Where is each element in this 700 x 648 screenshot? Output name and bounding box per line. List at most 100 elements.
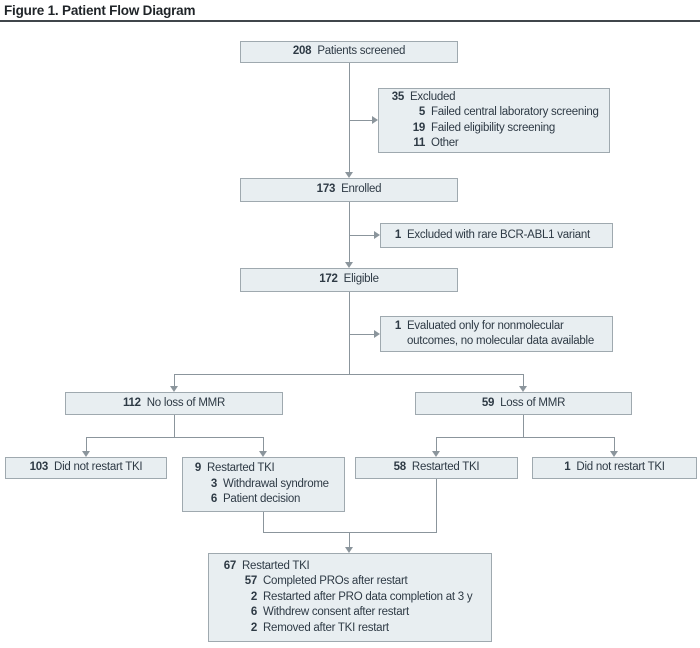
connector-to-103 xyxy=(86,437,87,451)
count-value: 5 xyxy=(418,106,425,118)
arrowhead-down-icon xyxy=(610,451,618,457)
arrowhead-right-icon xyxy=(374,231,380,239)
count-value: 2 xyxy=(250,590,257,603)
arrowhead-down-icon xyxy=(345,172,353,178)
connector-loss-split xyxy=(436,437,615,438)
arrowhead-right-icon xyxy=(374,330,380,338)
arrowhead-down-icon xyxy=(259,451,267,457)
connector-screened-enrolled xyxy=(349,63,350,172)
box-line: 1 Evaluated only for nonmolecular outcom… xyxy=(389,319,607,350)
box-line: 9 Restarted TKI xyxy=(191,461,339,477)
box-restarted-58: 58 Restarted TKI xyxy=(355,457,518,479)
box-excluded-screening: 35 Excluded 5 Failed central laboratory … xyxy=(378,88,610,153)
arrowhead-down-icon xyxy=(519,386,527,392)
count-value: 6 xyxy=(210,493,217,506)
box-restarted-67: 67 Restarted TKI 57 Completed PROs after… xyxy=(208,553,492,642)
count-label: Restarted TKI xyxy=(207,462,275,475)
connector-to-no-loss xyxy=(174,374,175,386)
count-label: Did not restart TKI xyxy=(54,461,143,474)
count-label: Patient decision xyxy=(223,493,301,506)
arrowhead-down-icon xyxy=(345,547,353,553)
box-enrolled: 173 Enrolled xyxy=(240,178,458,202)
box-line: 6 Patient decision xyxy=(191,492,339,508)
count-label: Restarted after PRO data completion at 3… xyxy=(263,590,473,603)
count-label: Enrolled xyxy=(341,183,382,196)
connector-no-loss-split xyxy=(86,437,264,438)
count-label: Excluded xyxy=(410,90,456,103)
figure-title: Figure 1. Patient Flow Diagram xyxy=(4,3,196,18)
count-value: 208 xyxy=(292,45,312,58)
connector-to-9 xyxy=(263,437,264,451)
connector-to-1 xyxy=(614,437,615,451)
connector-branch-variant xyxy=(349,235,374,236)
connector-mmr-split xyxy=(174,374,524,375)
box-did-not-restart-1: 1 Did not restart TKI xyxy=(532,457,697,479)
box-line: 2 Removed after TKI restart xyxy=(219,621,486,637)
count-value: 35 xyxy=(391,90,405,103)
count-label: Did not restart TKI xyxy=(576,461,665,474)
box-line: 2 Restarted after PRO data completion at… xyxy=(219,590,486,606)
connector-loss-down xyxy=(523,415,524,437)
count-label: Withdrawal syndrome xyxy=(223,477,329,490)
box-line: 11 Other xyxy=(387,136,604,152)
box-line: 67 Restarted TKI xyxy=(219,559,486,575)
count-value: 103 xyxy=(29,461,49,474)
connector-eligible-split xyxy=(349,292,350,374)
count-label: Eligible xyxy=(343,273,379,286)
count-value: 57 xyxy=(244,575,258,588)
box-line: 6 Withdrew consent after restart xyxy=(219,605,486,621)
count-label: Withdrew consent after restart xyxy=(263,606,409,619)
count-label: Patients screened xyxy=(317,45,406,58)
connector-9-join xyxy=(263,512,264,532)
arrowhead-right-icon xyxy=(372,116,378,124)
box-line: 57 Completed PROs after restart xyxy=(219,574,486,590)
arrowhead-down-icon xyxy=(432,451,440,457)
count-value: 1 xyxy=(394,319,401,332)
count-label: Failed central laboratory screening xyxy=(431,106,599,118)
count-value: 58 xyxy=(393,461,407,474)
count-label: Loss of MMR xyxy=(500,396,566,409)
box-no-loss-mmr: 112 No loss of MMR xyxy=(65,392,283,415)
count-value: 112 xyxy=(122,396,141,409)
connector-to-58 xyxy=(436,437,437,451)
box-restarted-9: 9 Restarted TKI 3 Withdrawal syndrome 6 … xyxy=(182,457,345,512)
count-label: Excluded with rare BCR-ABL1 variant xyxy=(407,228,590,241)
count-value: 172 xyxy=(319,273,338,286)
count-label: Evaluated only for nonmolecular outcomes… xyxy=(407,319,595,348)
count-value: 19 xyxy=(412,121,426,134)
box-loss-mmr: 59 Loss of MMR xyxy=(415,392,632,415)
count-value: 59 xyxy=(481,396,495,409)
count-value: 1 xyxy=(394,228,401,241)
connector-branch-excluded xyxy=(349,120,372,121)
box-line: 5 Failed central laboratory screening xyxy=(387,105,604,121)
count-value: 1 xyxy=(564,461,571,474)
count-label: Removed after TKI restart xyxy=(263,621,389,634)
box-line: 19 Failed eligibility screening xyxy=(387,121,604,137)
connector-to-loss xyxy=(523,374,524,386)
count-label: Other xyxy=(431,137,459,149)
count-label: Completed PROs after restart xyxy=(263,575,408,588)
count-value: 6 xyxy=(250,606,257,619)
connector-join-down xyxy=(349,532,350,547)
connector-enrolled-eligible xyxy=(349,202,350,262)
count-label: Restarted TKI xyxy=(411,461,480,474)
box-did-not-restart-103: 103 Did not restart TKI xyxy=(5,457,167,479)
count-value: 2 xyxy=(250,621,257,634)
connector-join xyxy=(263,532,437,533)
count-label: Restarted TKI xyxy=(242,559,310,572)
arrowhead-down-icon xyxy=(170,386,178,392)
count-value: 9 xyxy=(194,462,201,475)
connector-58-join xyxy=(436,479,437,532)
connector-no-loss-down xyxy=(174,415,175,437)
box-eligible: 172 Eligible xyxy=(240,268,458,292)
box-line: 1 Excluded with rare BCR-ABL1 variant xyxy=(389,228,607,244)
count-label: Failed eligibility screening xyxy=(431,121,556,134)
box-patients-screened: 208 Patients screened xyxy=(240,41,458,63)
count-value: 3 xyxy=(210,477,217,490)
title-divider xyxy=(0,20,700,22)
box-line: 3 Withdrawal syndrome xyxy=(191,477,339,493)
count-value: 67 xyxy=(223,559,237,572)
count-label: No loss of MMR xyxy=(146,396,226,409)
arrowhead-down-icon xyxy=(345,262,353,268)
